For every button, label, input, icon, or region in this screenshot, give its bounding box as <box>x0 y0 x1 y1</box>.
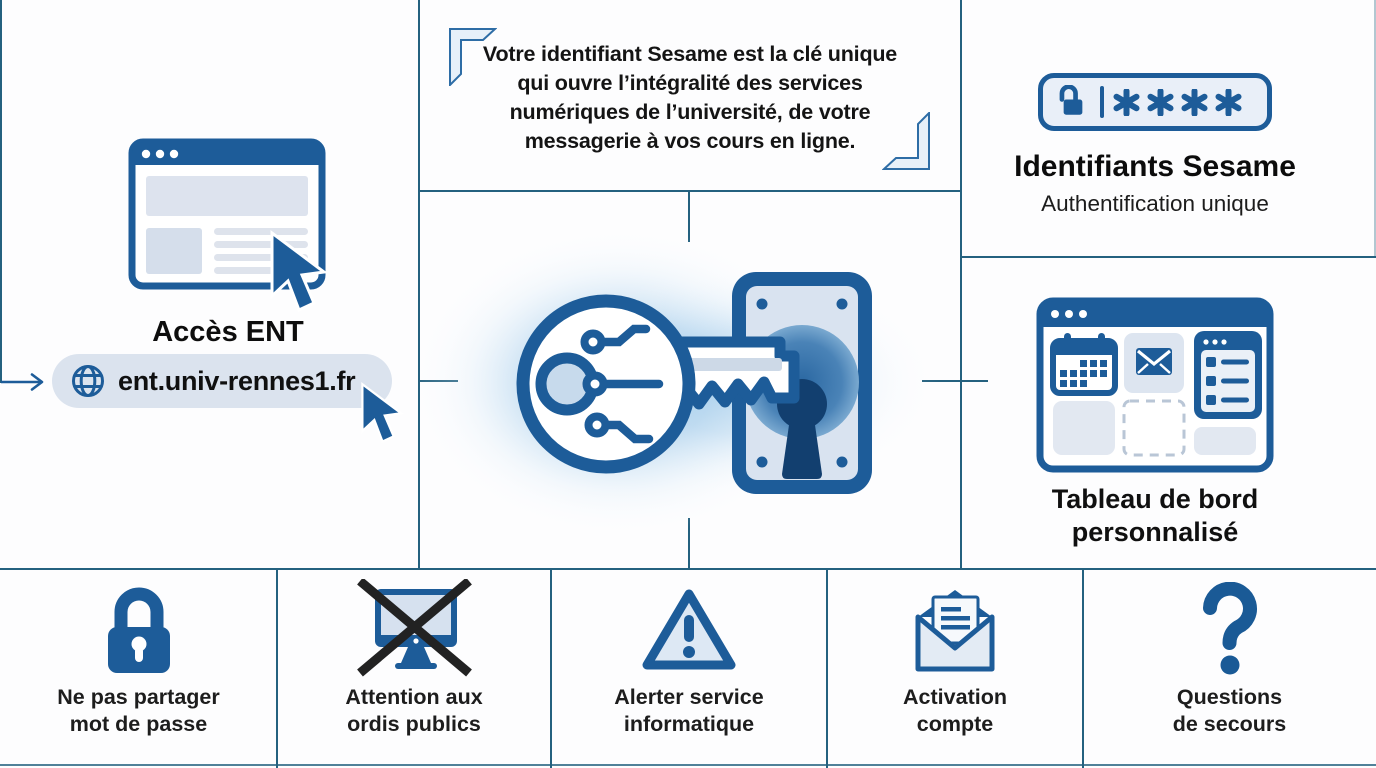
dashboard-label: Tableau de bord personnalisé <box>1051 484 1259 547</box>
connector-stub-right-outer <box>962 380 988 382</box>
asterisk-icon <box>1147 88 1174 116</box>
access-ent-title: Accès ENT <box>152 316 304 348</box>
quote-corner-bracket-top-left <box>449 28 497 86</box>
dashboard-window-icon <box>1036 297 1274 473</box>
quote-line: messagerie à vos cours en ligne. <box>524 129 856 153</box>
ent-url-text: ent.univ-rennes1.fr <box>118 365 356 396</box>
tip-divider-1 <box>276 568 278 768</box>
quote-panel-bottom-border <box>418 190 962 192</box>
cursor-pointer-icon <box>361 382 404 444</box>
quote-paragraph: Votre identifiant Sesame est la clé uniq… <box>440 40 940 156</box>
digital-key-and-keyhole-icon <box>420 227 940 537</box>
bottom-edge-line <box>0 764 1376 766</box>
list-widget-icon <box>1194 331 1262 419</box>
left-edge-line <box>0 0 2 383</box>
empty-tile <box>1194 427 1256 455</box>
tip-divider-2 <box>550 568 552 768</box>
add-widget-placeholder-tile <box>1122 399 1186 457</box>
quote-corner-bracket-bottom-right <box>882 112 930 170</box>
globe-icon <box>72 365 104 397</box>
right-edge-line <box>1374 0 1376 258</box>
asterisk-icon <box>1215 88 1242 116</box>
asterisk-icon <box>1181 88 1208 116</box>
connector-stub-bottom <box>688 518 690 568</box>
connector-stub-right-inner <box>922 380 960 382</box>
quote-line: numériques de l’université, de votre <box>509 100 871 124</box>
center-panel-right-border <box>960 0 962 570</box>
center-panel-left-border <box>418 0 420 570</box>
sesame-title: Identifiants Sesame <box>1014 150 1296 183</box>
activation-mail-icon <box>915 590 995 672</box>
bottom-row-top-border <box>0 568 1376 570</box>
sesame-subtitle: Authentification unique <box>1041 191 1269 216</box>
calendar-icon <box>1050 333 1118 396</box>
open-padlock-icon <box>1059 85 1083 115</box>
text-caret <box>1100 86 1104 118</box>
arrow-right-icon <box>1 373 44 391</box>
password-field: **** <box>1038 73 1272 131</box>
question-mark-icon <box>1202 582 1257 675</box>
ent-url-link[interactable]: ent.univ-rennes1.fr <box>52 354 392 408</box>
asterisk-icon <box>1113 88 1140 116</box>
quote-line: qui ouvre l’intégralité des services <box>517 71 863 95</box>
masked-password: **** <box>1113 88 1242 116</box>
padlock-icon <box>107 587 170 673</box>
warning-triangle-icon <box>642 589 736 670</box>
quote-line: Votre identifiant Sesame est la clé uniq… <box>482 42 898 66</box>
right-column-divider <box>960 256 1376 258</box>
no-public-computer-icon <box>357 579 472 677</box>
tip-divider-4 <box>1082 568 1084 768</box>
cursor-pointer-icon <box>270 230 328 313</box>
tip-divider-3 <box>826 568 828 768</box>
connector-stub-top <box>688 192 690 242</box>
empty-tile <box>1053 401 1115 455</box>
mail-icon <box>1124 333 1184 393</box>
